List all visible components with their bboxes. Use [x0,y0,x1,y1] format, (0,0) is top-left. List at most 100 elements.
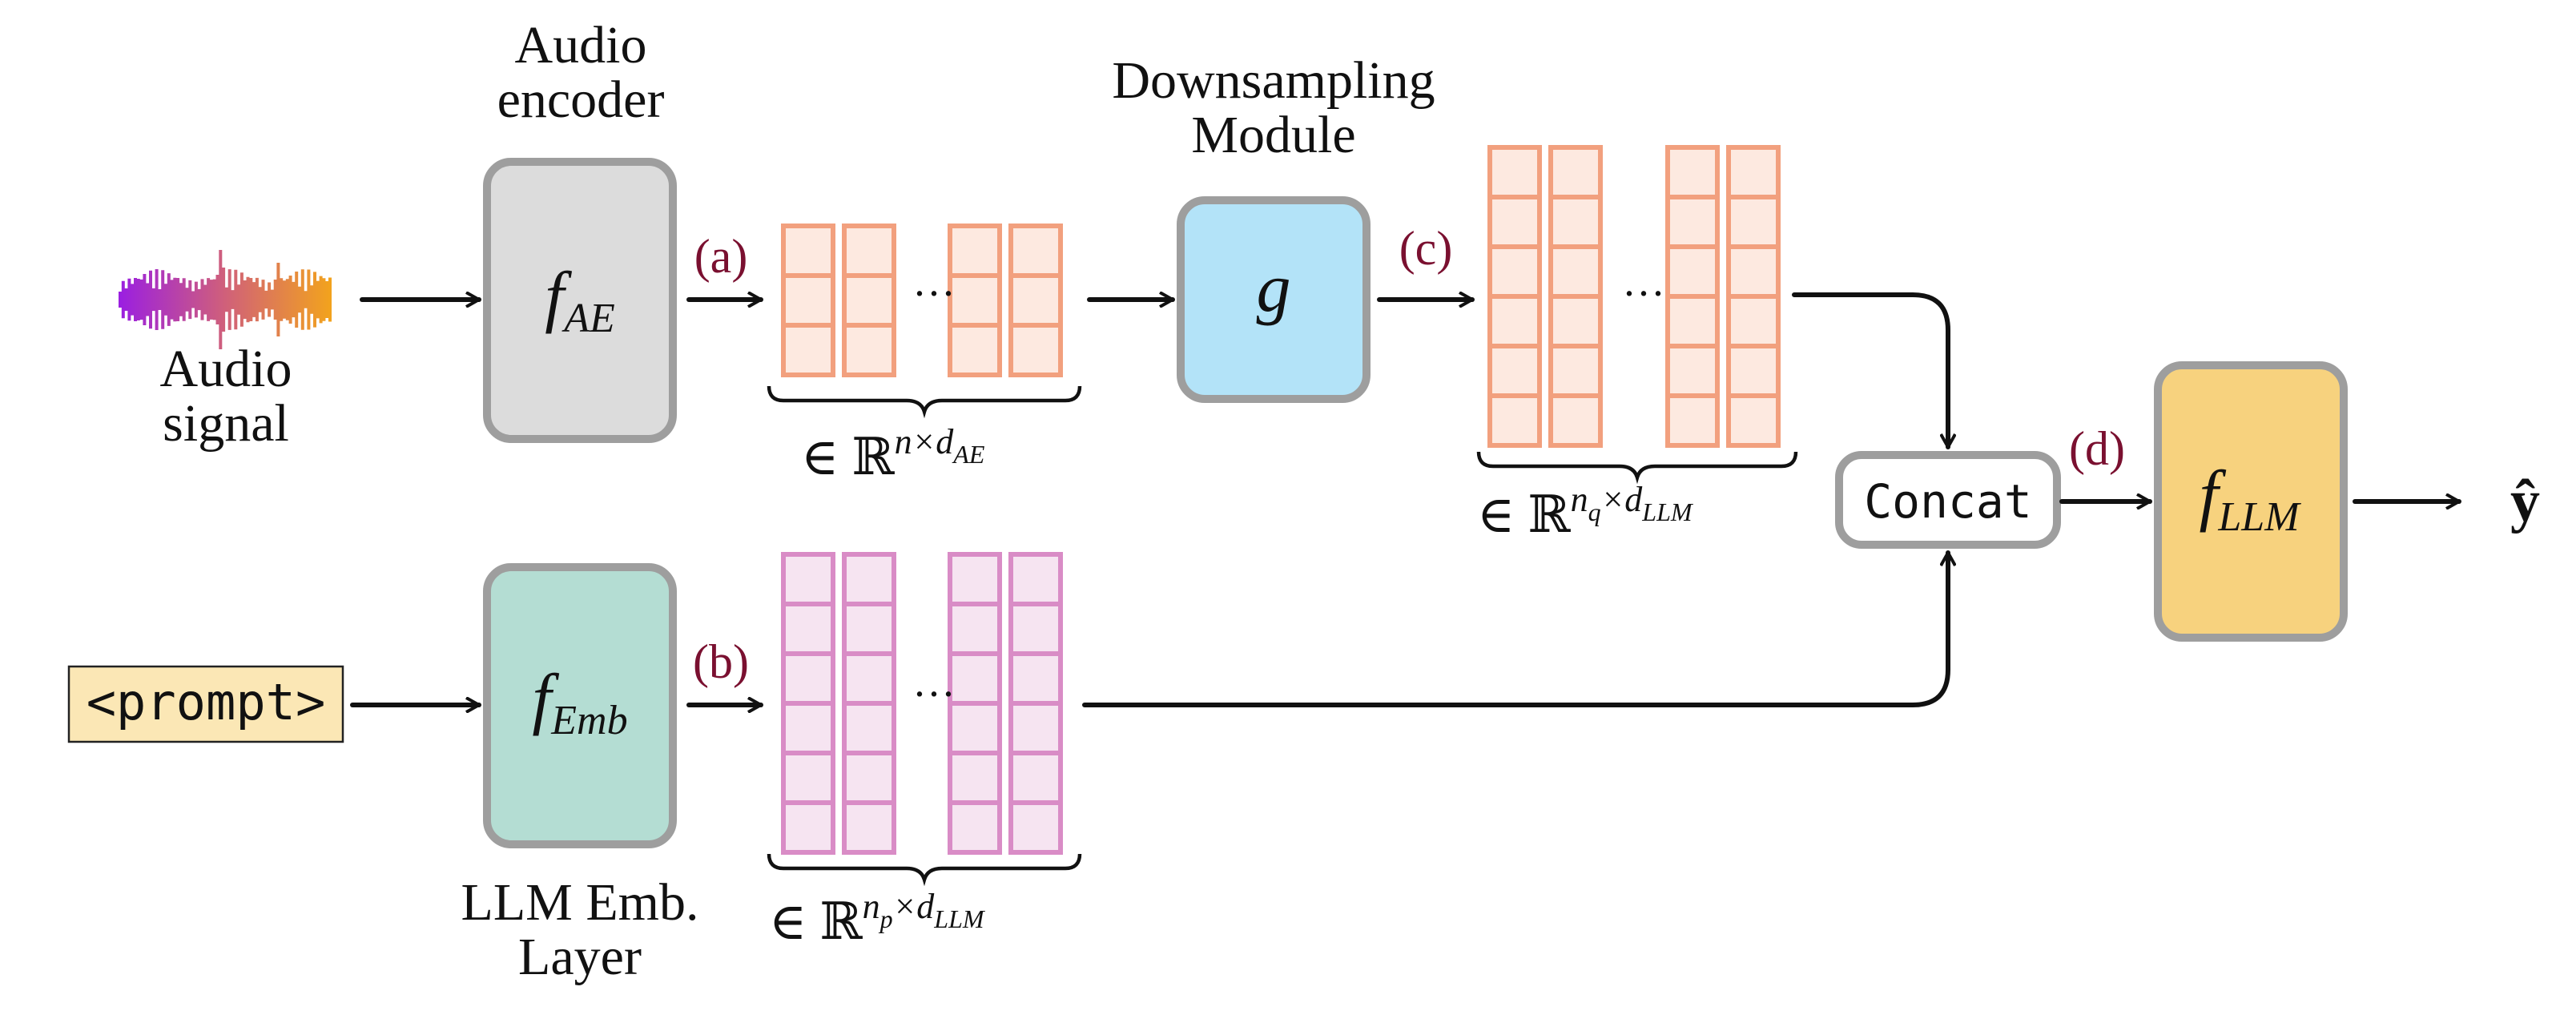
step-c-label: (c) [1399,222,1453,275]
prompt-embedding-cell [1008,701,1063,755]
prompt-embedding-cell [1008,552,1063,606]
downsampled-feature-cell [1726,393,1781,448]
llm-embedding-block [483,563,677,848]
g-label: g [1257,249,1291,326]
downsampled-feature-cell [1665,195,1720,249]
downsampling-label-line1: Downsampling [1112,51,1435,110]
downsampled-feature-cell [1548,393,1603,448]
dim-ae-label: ∈ ℝn×dAE [801,422,985,485]
f-emb-label: fEmb [532,659,627,743]
prompt-embedding-cell [948,651,1002,706]
dim-llm-q-label: ∈ ℝnq×dLLM [1477,480,1694,543]
prompt-embedding-cell [842,602,896,656]
audio-feature-cell [781,273,835,328]
ellipsis-ae: ··· [912,269,956,317]
downsampled-feature-cell [1487,294,1542,348]
prompt-embedding-cell [842,751,896,805]
step-b-label: (b) [693,635,749,688]
llm-emb-label-line2: Layer [518,928,642,986]
audio-feature-cell [948,323,1002,377]
prompt-embedding-cell [948,602,1002,656]
audio-feature-cell [781,224,835,278]
downsampled-feature-cell [1726,344,1781,398]
downsampled-feature-cell [1726,145,1781,199]
prompt-label: <prompt> [87,673,326,731]
downsampled-feature-cell [1548,344,1603,398]
audio-signal-label-line1: Audio [160,340,292,398]
prompt-embedding-cell [842,701,896,755]
audio-feature-cell [948,273,1002,328]
prompt-embedding-cell [948,701,1002,755]
prompt-embedding-cell [842,800,896,855]
downsampled-feature-cell [1487,393,1542,448]
downsampled-feature-cell [1487,195,1542,249]
prompt-embedding-cell [948,751,1002,805]
prompt-box [67,665,344,743]
downsampling-label-line2: Module [1191,106,1355,164]
dim-llm-p-label: ∈ ℝnp×dLLM [769,887,986,950]
concat-label: Concat [1864,474,2032,529]
audio-feature-cell [1008,224,1063,278]
downsampled-feature-cell [1726,294,1781,348]
prompt-embedding-cell [842,552,896,606]
prompt-embedding-cell [1008,651,1063,706]
audio-features-grid [781,224,1063,377]
prompt-embeddings-grid [781,552,1063,855]
downsampling-block [1177,196,1371,403]
downsampled-feature-cell [1665,344,1720,398]
prompt-embedding-cell [948,800,1002,855]
downsampled-feature-cell [1726,244,1781,299]
audio-feature-cell [1008,323,1063,377]
arrow-downsampled-to-concat [1792,292,1948,449]
downsampled-feature-cell [1487,244,1542,299]
step-d-label: (d) [2069,422,2125,475]
prompt-embedding-cell [1008,751,1063,805]
ellipsis-p: ··· [912,670,956,718]
llm-block [2154,361,2348,642]
output-y-hat: ŷ [2510,469,2540,534]
audio-feature-cell [842,323,896,377]
audio-feature-cell [948,224,1002,278]
downsampled-feature-cell [1487,344,1542,398]
prompt-embedding-cell [781,701,835,755]
downsampled-features-grid [1487,145,1781,448]
f-llm-label: fLLM [2199,456,2301,540]
brace-p [767,853,1082,887]
audio-encoder-label-line1: Audio [515,16,647,75]
prompt-embedding-cell [781,800,835,855]
downsampled-feature-cell [1665,294,1720,348]
prompt-embedding-cell [842,651,896,706]
audio-feature-cell [1008,273,1063,328]
prompt-embedding-cell [1008,800,1063,855]
audio-feature-cell [842,273,896,328]
prompt-embedding-cell [948,552,1002,606]
downsampled-feature-cell [1665,393,1720,448]
audio-waveform-icon [119,250,332,349]
audio-feature-cell [842,224,896,278]
downsampled-feature-cell [1548,244,1603,299]
prompt-embedding-cell [1008,602,1063,656]
downsampled-feature-cell [1548,145,1603,199]
prompt-embedding-cell [781,552,835,606]
prompt-embedding-cell [781,602,835,656]
downsampled-feature-cell [1487,145,1542,199]
downsampled-feature-cell [1548,195,1603,249]
step-a-label: (a) [694,230,748,283]
arrow-tokens-to-concat [1082,550,1948,707]
audio-signal-label-line2: signal [163,394,289,453]
prompt-embedding-cell [781,751,835,805]
downsampled-feature-cell [1665,145,1720,199]
downsampled-feature-cell [1548,294,1603,348]
downsampled-feature-cell [1665,244,1720,299]
prompt-embedding-cell [781,651,835,706]
brace-ae [767,385,1082,419]
brace-q [1476,451,1798,485]
llm-emb-label-line1: LLM Emb. [461,873,699,932]
audio-feature-cell [781,323,835,377]
audio-encoder-block [483,158,677,443]
audio-encoder-label-line2: encoder [497,70,665,129]
concat-block [1835,451,2061,549]
downsampled-feature-cell [1726,195,1781,249]
ellipsis-q: ··· [1622,269,1665,317]
